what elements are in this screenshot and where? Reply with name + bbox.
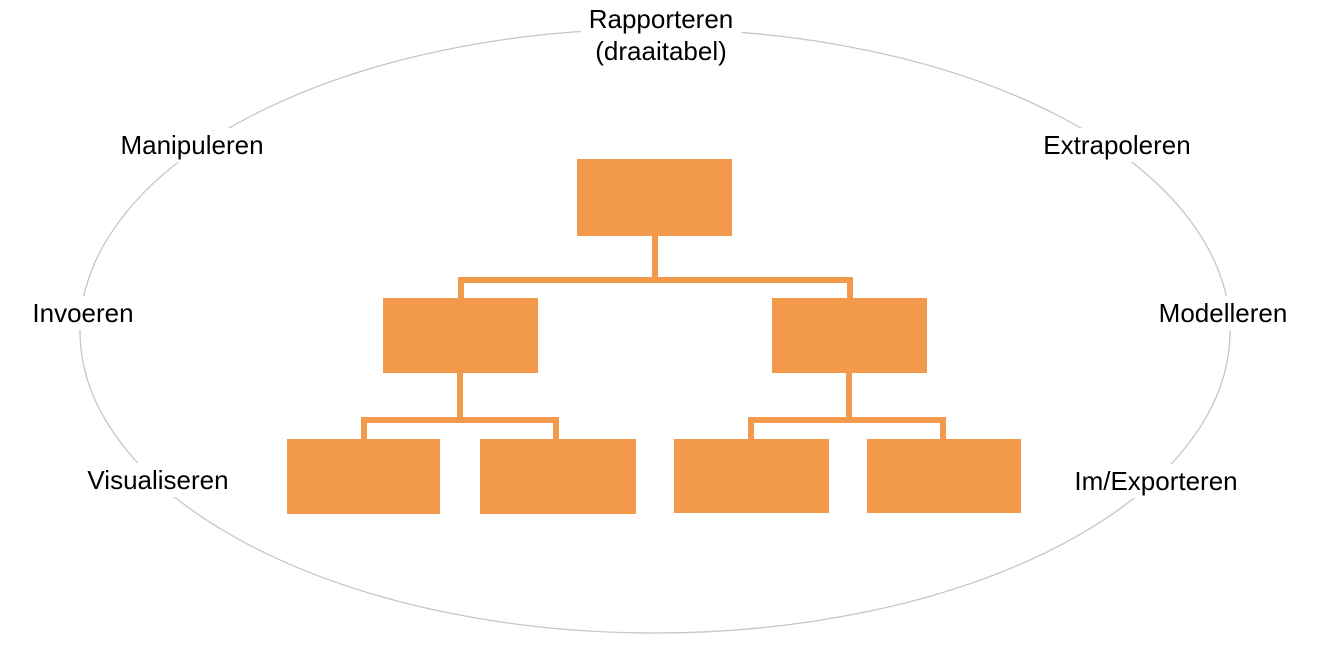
label-visualiseren: Visualiseren [79, 463, 237, 497]
org-node-child-left [383, 298, 538, 373]
connector-l2-stub-left [458, 277, 464, 298]
ellipse-outline [79, 28, 1231, 634]
label-extrapoleren: Extrapoleren [1035, 128, 1199, 162]
org-node-root [577, 159, 732, 236]
connector-root-vertical [652, 236, 658, 283]
org-node-child-right [772, 298, 927, 373]
label-invoeren: Invoeren [24, 296, 142, 330]
connector-l2-horizontal [458, 277, 853, 283]
org-node-leaf-1 [287, 439, 440, 514]
connector-right-vertical [846, 373, 852, 423]
label-im-exporteren: Im/Exporteren [1066, 464, 1246, 498]
connector-l3-right-horizontal [748, 417, 946, 423]
connector-l3-stub-4 [940, 417, 946, 439]
label-rapporteren: Rapporteren (draaitabel) [580, 2, 742, 68]
connector-l3-left-horizontal [361, 417, 559, 423]
org-node-leaf-2 [480, 439, 636, 514]
label-modelleren: Modelleren [1150, 296, 1296, 330]
org-node-leaf-4 [867, 439, 1021, 513]
label-manipuleren: Manipuleren [112, 128, 272, 162]
connector-l3-stub-3 [748, 417, 754, 439]
connector-l2-stub-right [847, 277, 853, 298]
connector-left-vertical [457, 373, 463, 423]
org-node-leaf-3 [674, 439, 829, 513]
connector-l3-stub-1 [361, 417, 367, 439]
connector-l3-stub-2 [553, 417, 559, 439]
